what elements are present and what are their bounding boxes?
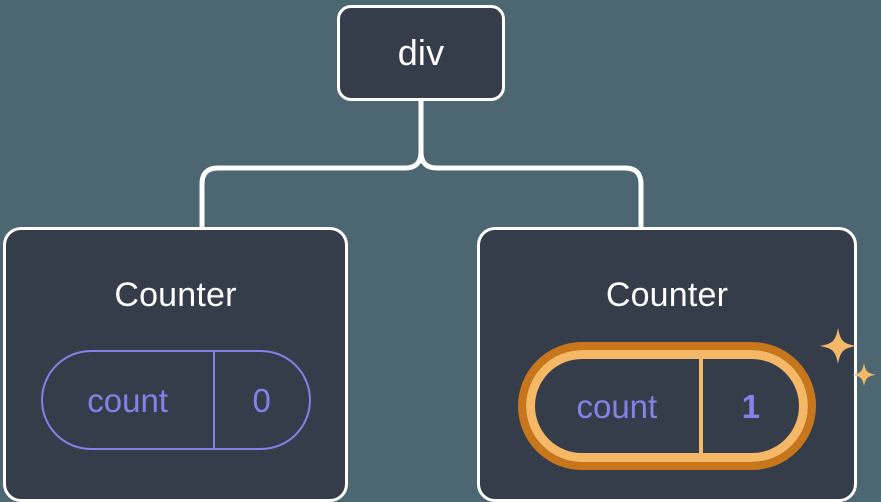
connector-root-to-right <box>418 98 644 230</box>
state-pill-right[interactable]: count 1 <box>518 342 816 470</box>
node-root-label: div <box>397 32 445 73</box>
state-key-left: count <box>87 381 168 419</box>
node-counter-left[interactable]: Counter count 0 <box>3 227 348 502</box>
state-pill-wrap-right: count 1 <box>518 328 876 470</box>
state-pill-left[interactable]: count 0 <box>40 350 311 450</box>
node-root-div[interactable]: div <box>337 5 505 101</box>
node-counter-left-label: Counter <box>114 276 237 314</box>
sparkle-icon-large <box>820 328 856 364</box>
node-counter-right[interactable]: Counter count 1 <box>477 227 876 502</box>
state-pill-wrap-left: count 0 <box>40 350 311 450</box>
state-key-right: count <box>576 387 658 425</box>
connector-root-to-left <box>199 98 424 230</box>
state-value-right: 1 <box>698 359 799 453</box>
node-counter-right-label: Counter <box>605 276 729 314</box>
state-value-left: 0 <box>212 352 309 448</box>
